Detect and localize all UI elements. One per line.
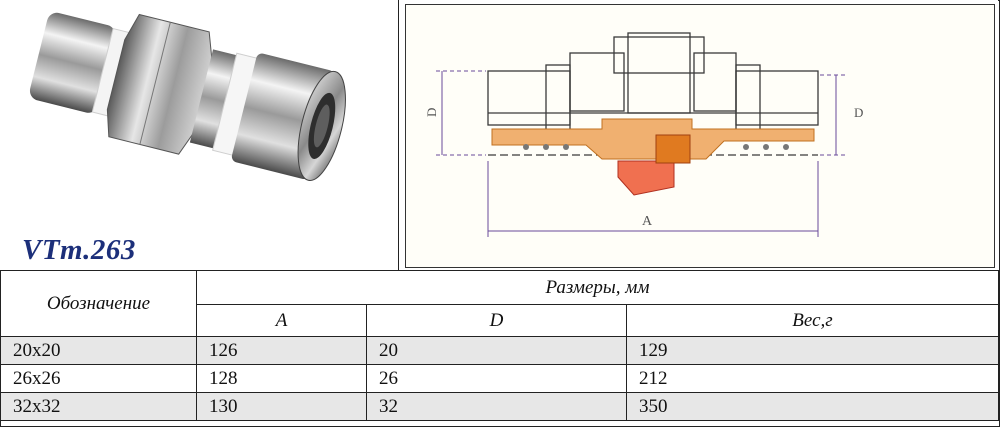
spec-table: Обозначение Размеры, мм A D Вес,г 20x20 … (0, 270, 999, 421)
a-cell: 130 (196, 392, 367, 421)
left-press-sleeve (29, 12, 116, 113)
d-cell: 20 (366, 336, 627, 365)
a-cell: 126 (196, 336, 367, 365)
model-code: VTm.263 (22, 234, 136, 266)
union-hex-nut (106, 13, 213, 155)
table-row: 32x32 130 32 350 (0, 392, 999, 421)
col-d-header: D (366, 304, 627, 337)
dimension-lines (436, 70, 846, 237)
dim-d-right-label: D (854, 105, 863, 120)
designation-header: Обозначение (0, 270, 197, 337)
designation-cell: 20x20 (0, 336, 197, 365)
table-row: 20x20 126 20 129 (0, 336, 999, 365)
designation-cell: 32x32 (0, 392, 197, 421)
drawing-panel: D D A (405, 4, 995, 268)
table-row: 26x26 128 26 212 (0, 364, 999, 393)
left-sleeve-outline (487, 70, 571, 126)
right-sleeve-outline (735, 70, 819, 126)
designation-cell: 26x26 (0, 364, 197, 393)
nut-outline (613, 36, 705, 74)
a-cell: 128 (196, 364, 367, 393)
section-drawing: D D A (424, 32, 863, 237)
weight-cell: 350 (626, 392, 999, 421)
dim-d-left-label: D (424, 108, 439, 117)
col-a-header: A (196, 304, 367, 337)
weight-cell: 129 (626, 336, 999, 365)
weight-cell: 212 (626, 364, 999, 393)
union-fitting-photo (29, 12, 346, 181)
d-cell: 26 (366, 364, 627, 393)
sizes-header: Размеры, мм (196, 270, 999, 305)
dim-a-label: A (642, 214, 653, 229)
d-cell: 32 (366, 392, 627, 421)
technical-drawing-cell: D D A (399, 0, 998, 270)
col-weight-header: Вес,г (626, 304, 999, 337)
nut-section-fill (617, 160, 675, 196)
product-photo-cell: VTm.263 (0, 0, 399, 270)
union-collar (189, 49, 239, 149)
fitting-section-fill (491, 118, 815, 160)
